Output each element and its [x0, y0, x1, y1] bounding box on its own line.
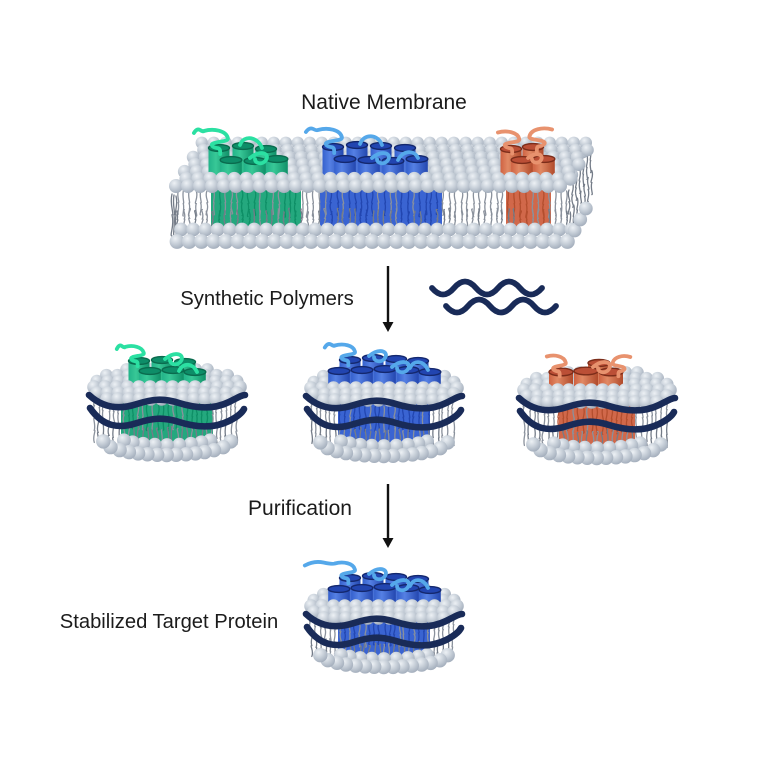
svg-text:Native Membrane: Native Membrane: [301, 91, 467, 114]
svg-text:Synthetic Polymers: Synthetic Polymers: [180, 288, 354, 310]
svg-text:Stabilized Target Protein: Stabilized Target Protein: [60, 611, 278, 633]
svg-text:Purification: Purification: [248, 497, 352, 520]
